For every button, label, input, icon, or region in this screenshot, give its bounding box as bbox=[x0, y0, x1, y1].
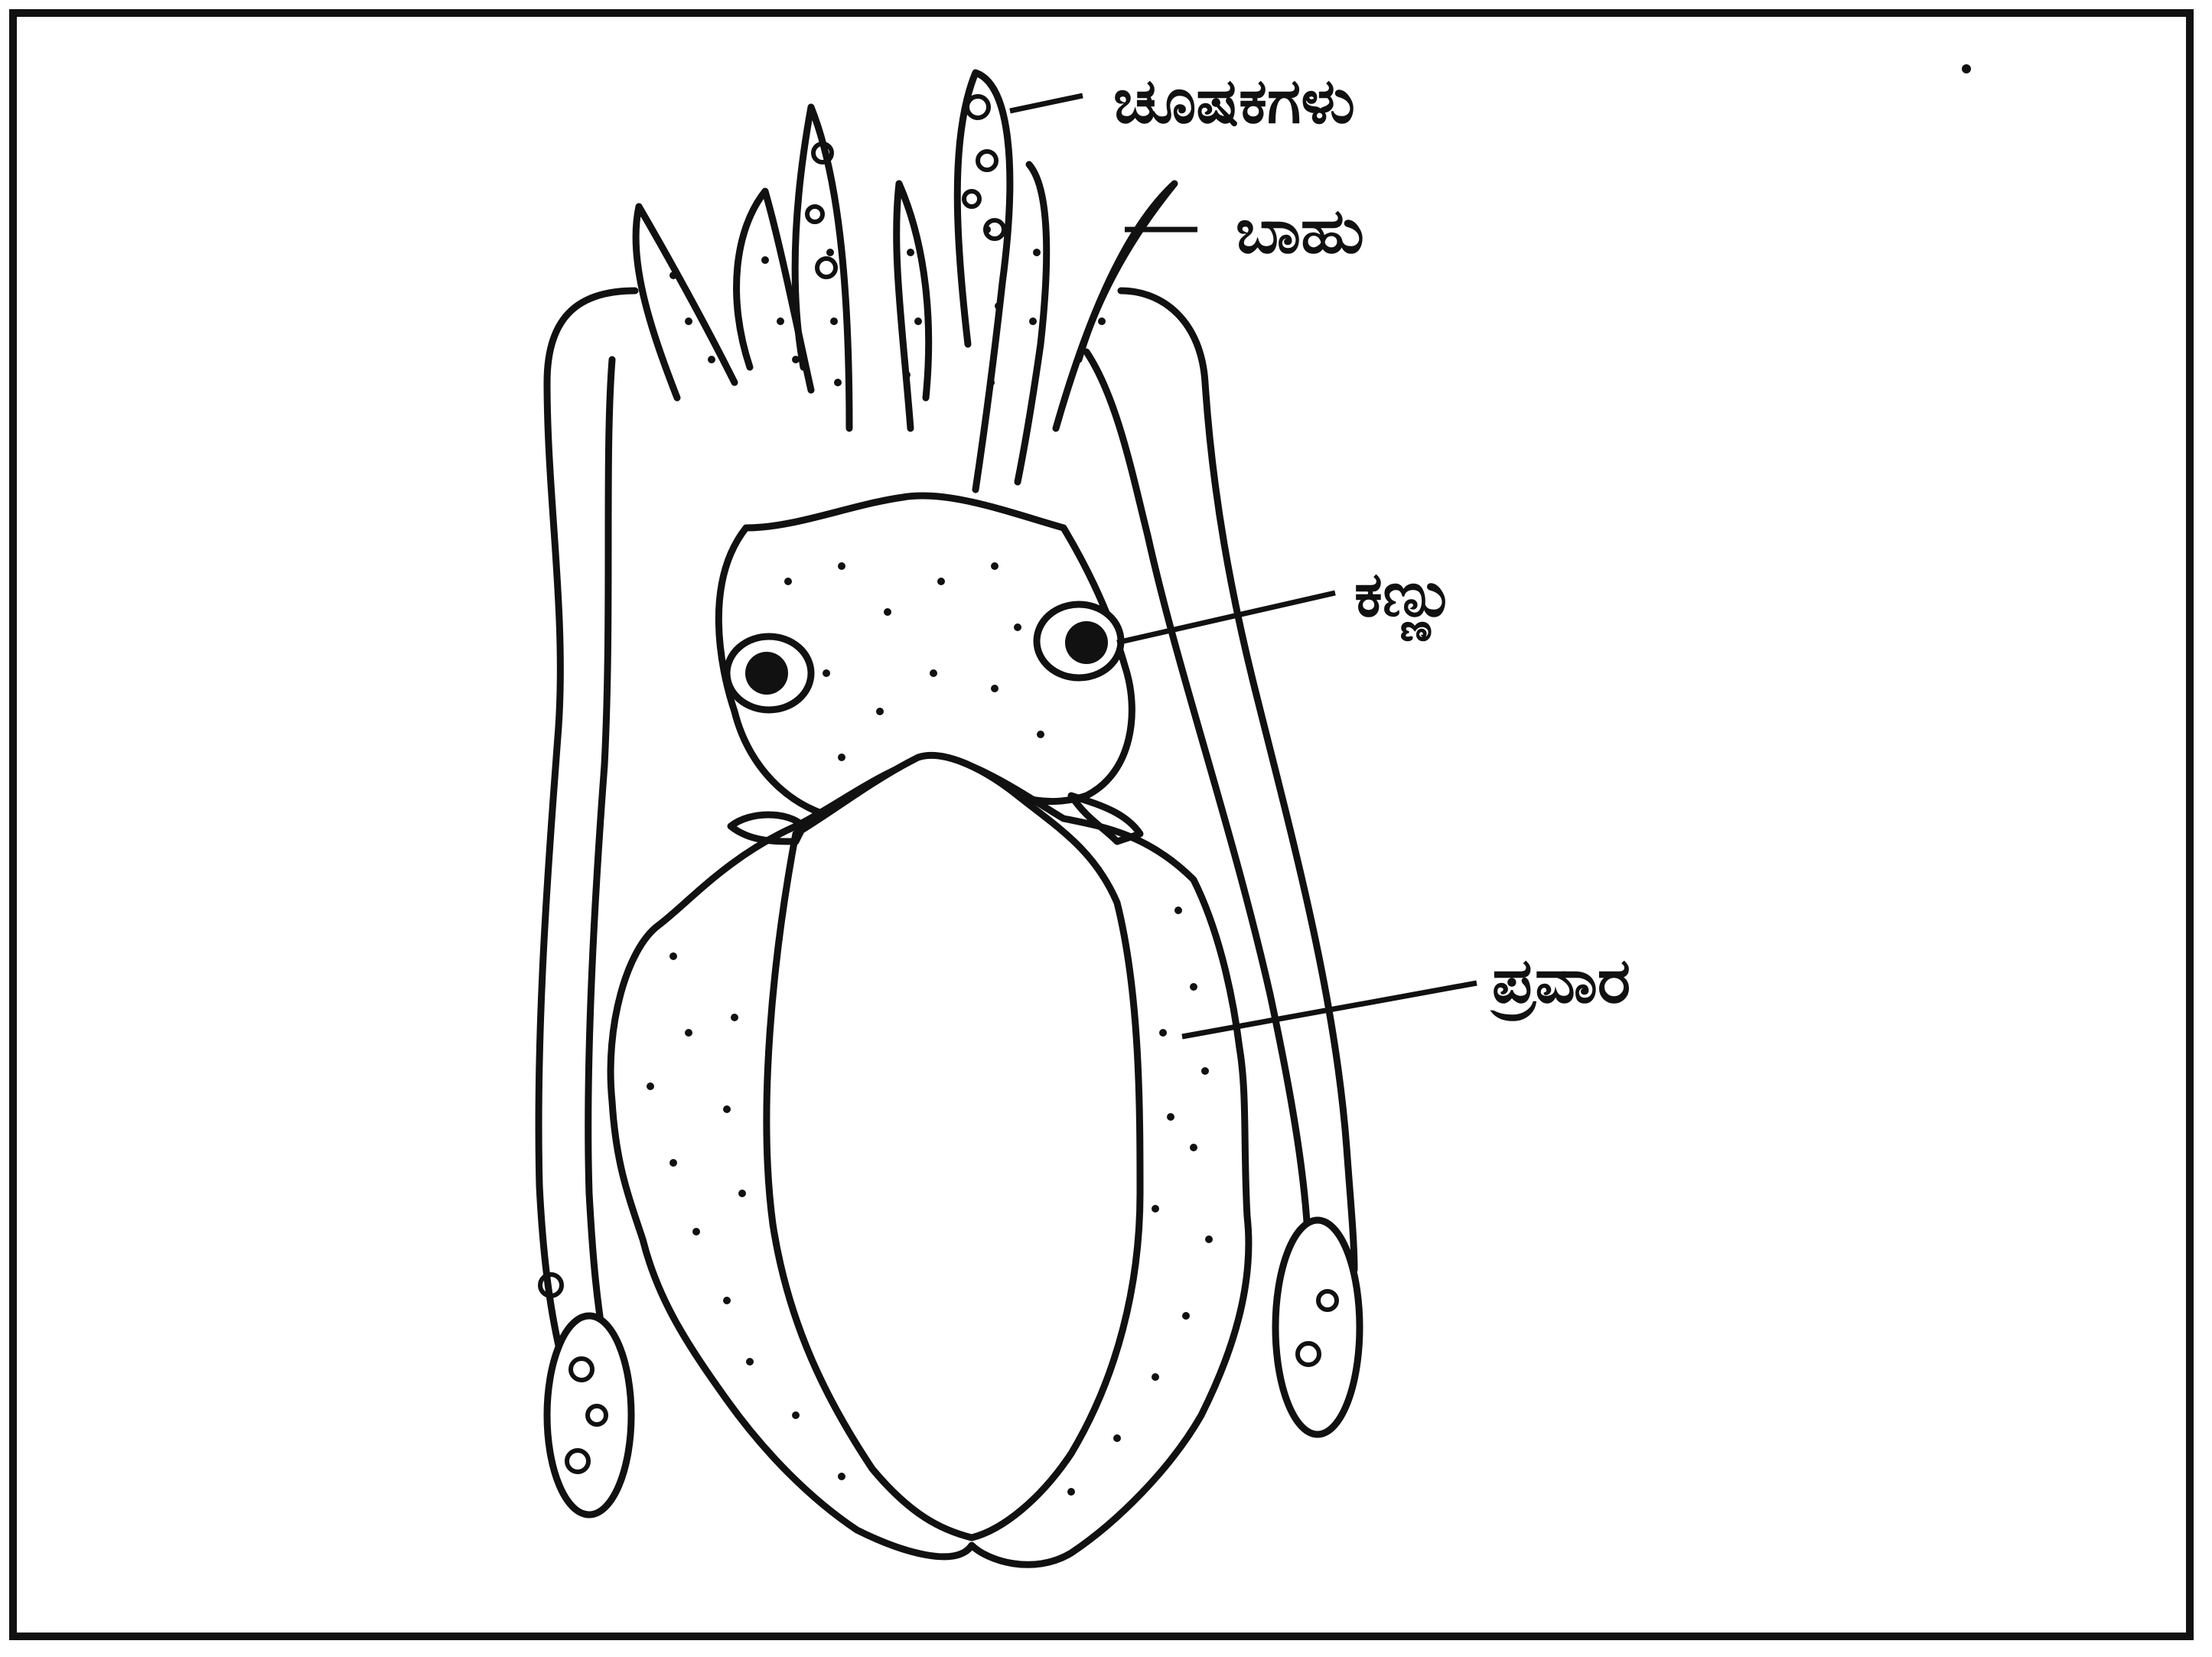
leader-suckers bbox=[1010, 96, 1083, 111]
arm-7 bbox=[1056, 184, 1174, 428]
arm-1 bbox=[636, 207, 735, 398]
left-pupil bbox=[745, 652, 788, 695]
arm-3 bbox=[795, 107, 849, 428]
arm-5 bbox=[957, 73, 1010, 490]
left-tentacle bbox=[539, 291, 635, 1362]
label-eye: ಕಣ್ಣು bbox=[1354, 558, 1456, 642]
right-pupil bbox=[1065, 621, 1108, 664]
label-arm: ಬಾಹು bbox=[1236, 195, 1364, 268]
leader-eye bbox=[1117, 593, 1335, 643]
arm-4 bbox=[897, 184, 929, 428]
right-tentacle-club bbox=[1275, 1220, 1360, 1434]
label-suckers: ಚೂಷಕಗಳು bbox=[1113, 65, 1355, 138]
label-mantle: ಪ್ರವಾರ bbox=[1490, 945, 1630, 1021]
